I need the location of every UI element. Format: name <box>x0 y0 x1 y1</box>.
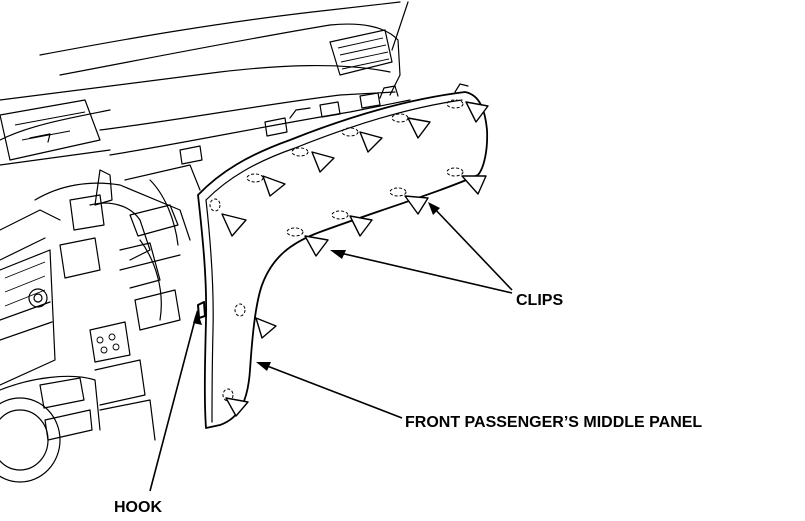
clip-triangle <box>311 151 335 173</box>
clips-label: CLIPS <box>516 292 563 309</box>
clip-triangle <box>461 175 487 195</box>
hook-label: HOOK <box>114 499 162 516</box>
clip-slot <box>446 99 464 109</box>
clip-markers <box>209 99 489 417</box>
clips-arrowhead-left <box>330 250 346 259</box>
clip-slot <box>331 210 349 220</box>
clip-triangle <box>255 317 277 339</box>
clip-triangle <box>304 235 329 257</box>
clip-slot <box>234 303 246 317</box>
clip-slot <box>446 167 464 177</box>
clip-slot <box>291 147 309 157</box>
clip-triangle <box>404 195 429 215</box>
clips-leader-left <box>335 251 513 294</box>
clips-arrowhead-right <box>428 202 440 215</box>
middle-panel <box>197 83 489 429</box>
clip-triangle <box>407 117 431 139</box>
clip-triangle <box>359 131 383 153</box>
clip-triangle <box>349 215 373 237</box>
hook-leader <box>149 315 197 492</box>
panel-arrowhead <box>256 362 271 371</box>
clip-triangle <box>221 213 247 237</box>
hook-shape <box>197 301 206 319</box>
clip-slot <box>222 388 234 402</box>
panel-label: FRONT PASSENGER’S MIDDLE PANEL <box>405 414 702 431</box>
clips-leader-right <box>431 205 513 291</box>
dashboard-outline <box>0 1 411 483</box>
clip-triangle <box>262 175 286 197</box>
clip-slot <box>209 198 221 212</box>
clip-triangle <box>225 397 249 417</box>
leader-lines <box>149 202 513 492</box>
clip-slot <box>341 127 359 137</box>
clip-slot <box>286 227 304 237</box>
clip-triangle <box>465 101 489 123</box>
clip-slot <box>389 187 407 197</box>
panel-leader <box>261 363 403 419</box>
hook-arrowhead <box>193 310 202 325</box>
